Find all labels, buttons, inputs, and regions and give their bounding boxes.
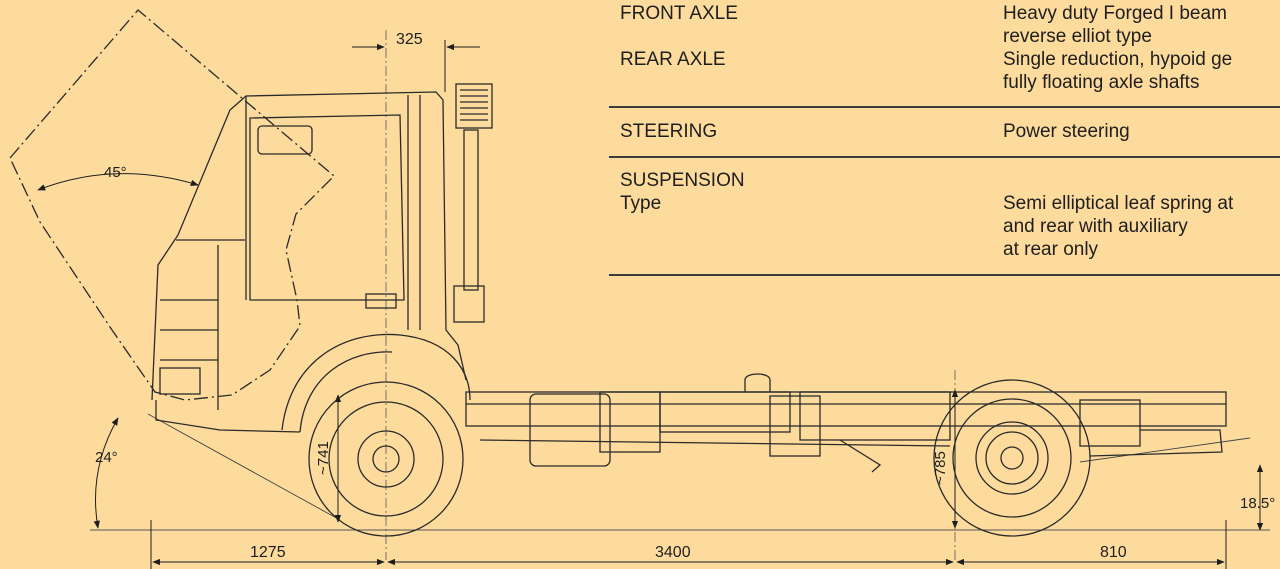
front-wheel [308, 381, 464, 537]
front-wheel-dia-label: ~741 [315, 441, 332, 475]
suspension-label: SUSPENSION [620, 170, 745, 191]
rear-axle-value-1: Single reduction, hypoid ge [1003, 49, 1233, 70]
departure-angle-label: 18.5° [1240, 495, 1275, 512]
rear-wheel [933, 379, 1091, 537]
tilt-angle-label: 45° [104, 164, 127, 181]
divider [609, 106, 1280, 108]
front-axle-label: FRONT AXLE [620, 3, 738, 24]
rear-axle-value-2: fully floating axle shafts [1003, 72, 1200, 93]
rear-axle-label: REAR AXLE [620, 49, 726, 70]
cab [151, 91, 471, 433]
rear-wheel-dia-label: ~785 [932, 451, 949, 485]
front-overhang-label: 1275 [250, 544, 286, 561]
air-intake-stack [453, 83, 493, 323]
cab-offset-dimension [352, 40, 480, 92]
suspension-value-2: and rear with auxiliary [1003, 216, 1188, 237]
rear-overhang-label: 810 [1100, 544, 1127, 561]
approach-angle-arc [93, 417, 119, 529]
length-dimensions [150, 520, 1227, 569]
tilt-angle-arc [37, 173, 199, 191]
chassis-frame [465, 373, 1227, 473]
front-axle-value-2: reverse elliot type [1003, 26, 1152, 47]
suspension-value-3: at rear only [1003, 239, 1099, 260]
steering-value: Power steering [1003, 121, 1130, 142]
divider [609, 156, 1280, 158]
approach-angle-label: 24° [95, 449, 118, 466]
cab-offset-label: 325 [396, 31, 423, 48]
suspension-value-1: Semi elliptical leaf spring at [1003, 193, 1234, 214]
wheelbase-label: 3400 [655, 544, 691, 561]
divider [609, 274, 1280, 276]
front-axle-value-1: Heavy duty Forged I beam [1003, 3, 1227, 24]
tilted-cab-outline [9, 9, 335, 401]
steering-label: STEERING [620, 121, 718, 142]
suspension-type-label: Type [620, 193, 662, 214]
reference-lines [385, 30, 956, 560]
